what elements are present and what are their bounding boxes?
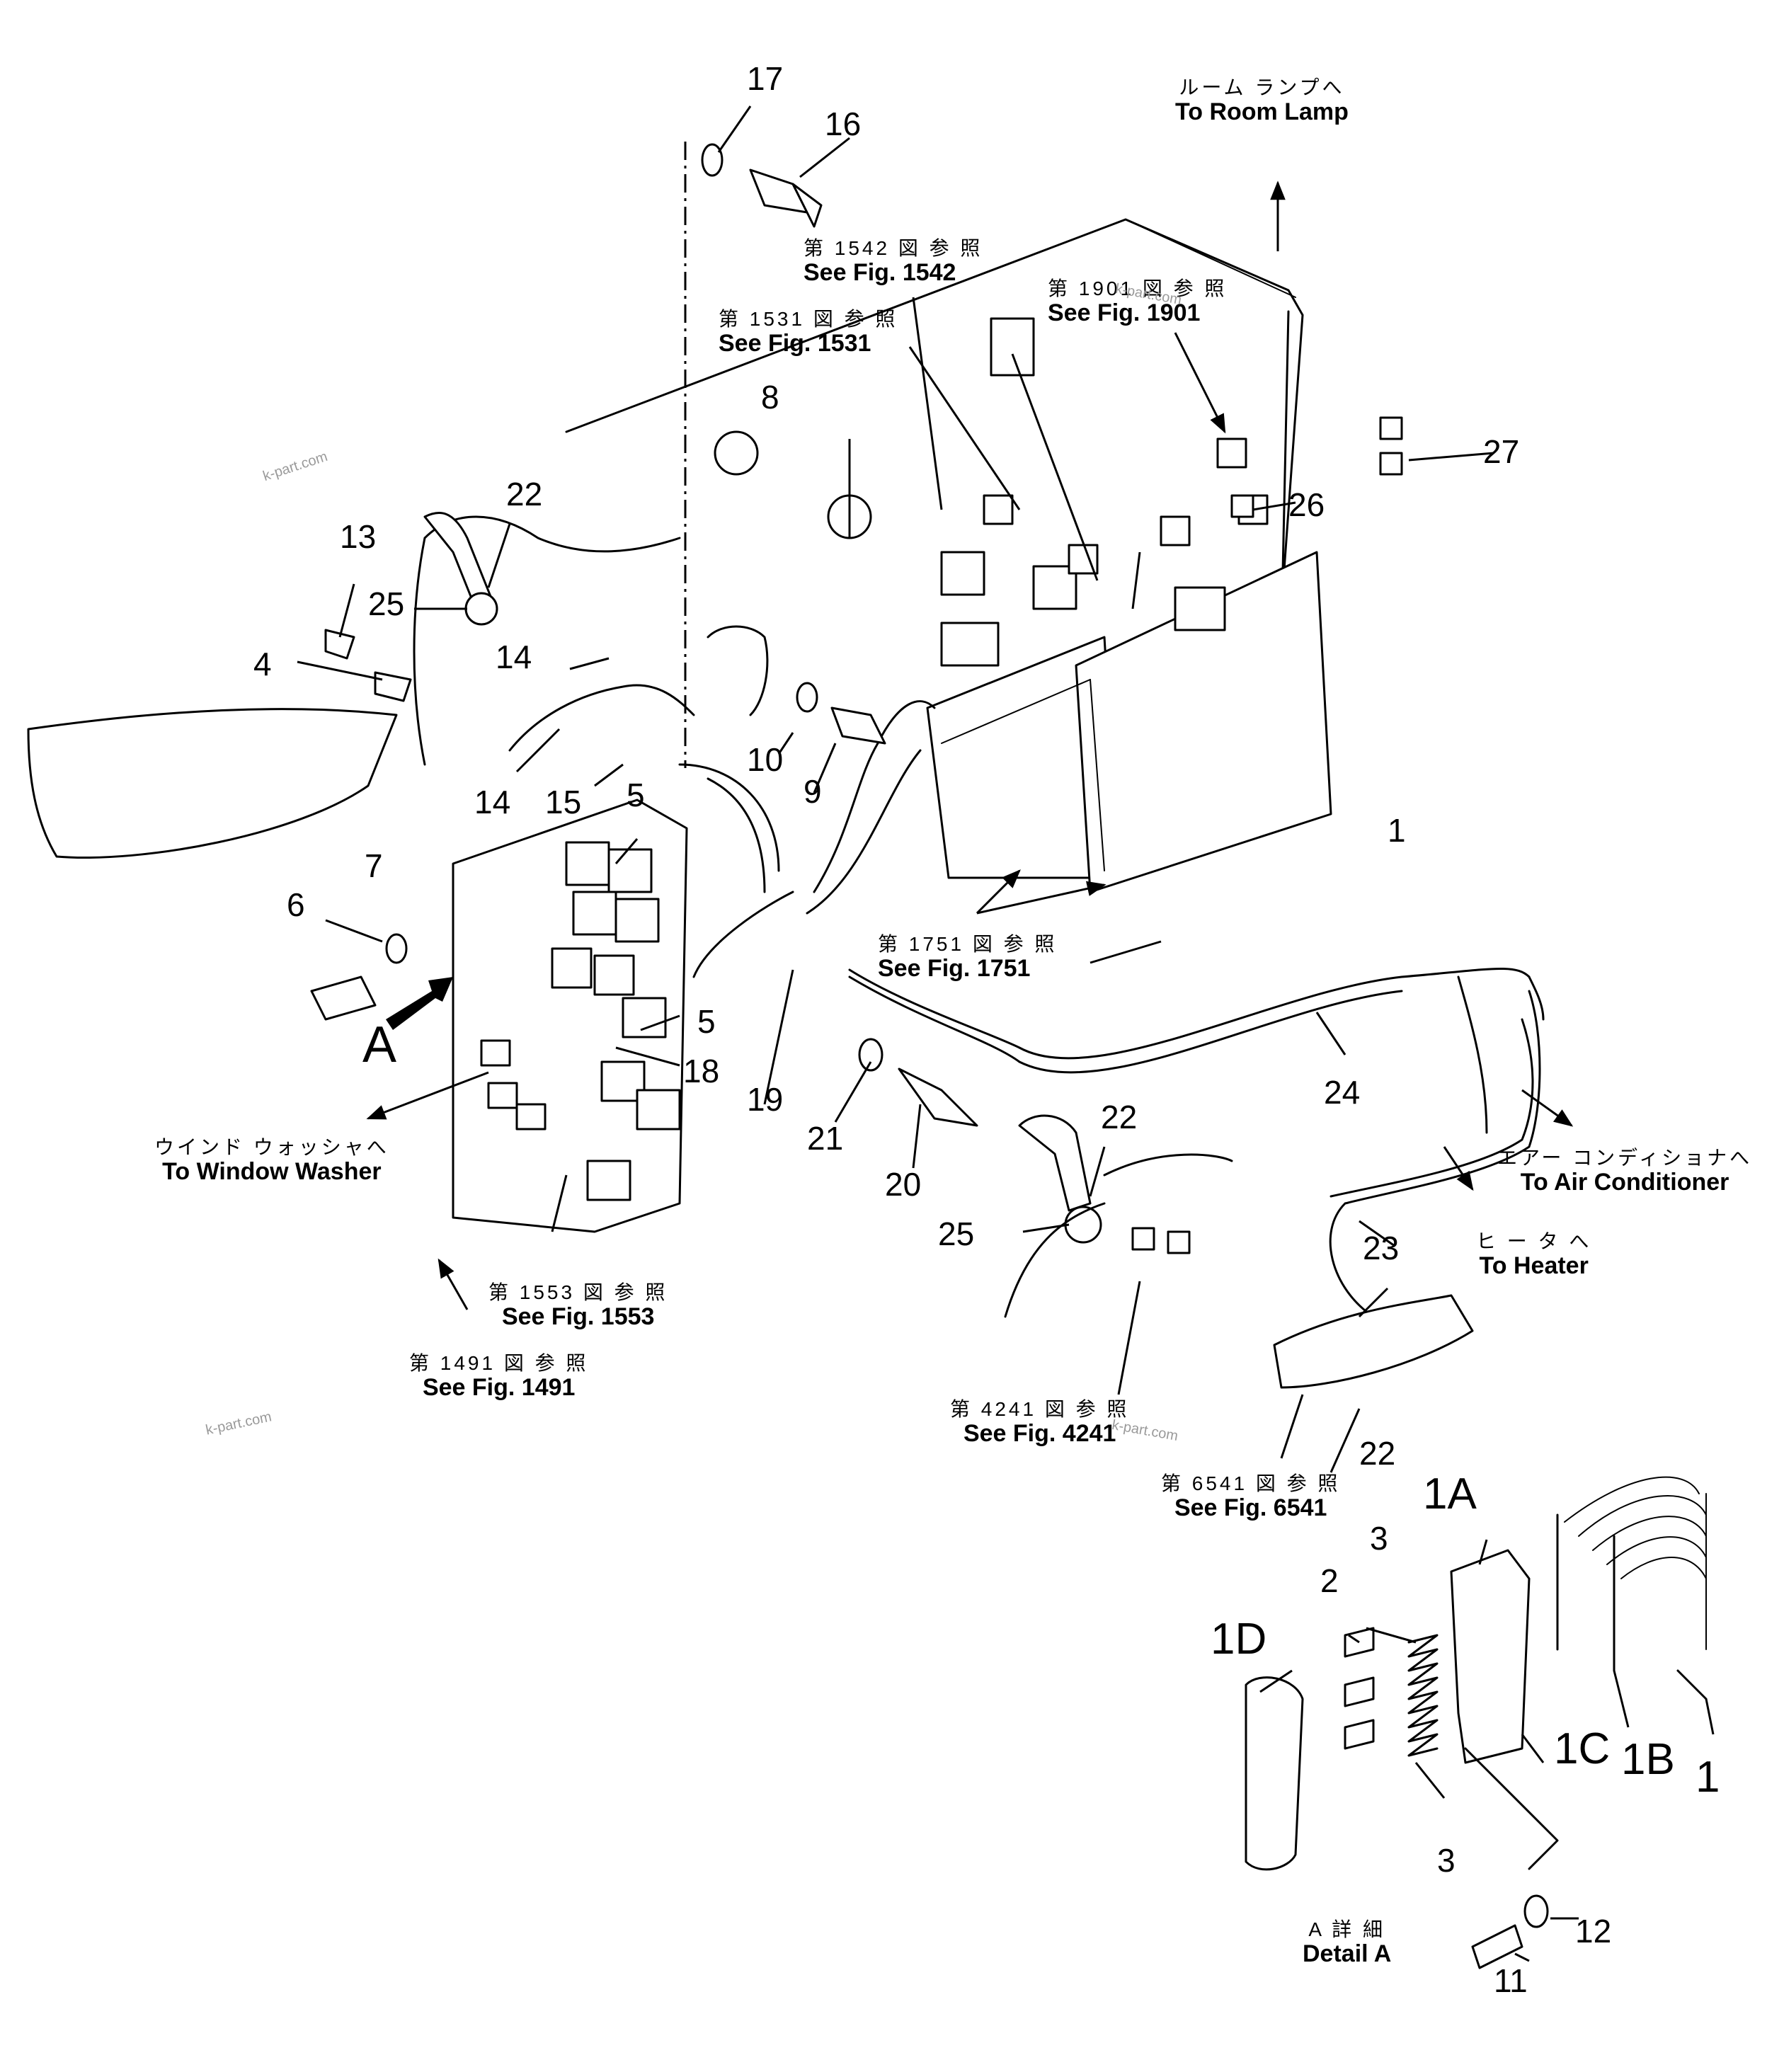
callout-16: 16	[825, 105, 862, 142]
callout-1a: 1A	[1423, 1470, 1477, 1518]
left-lever	[324, 512, 498, 702]
leader-lines	[297, 105, 1715, 1962]
callout-1-detail: 1	[1695, 1753, 1720, 1802]
callout-14-lower: 14	[474, 784, 511, 820]
callout-25-left: 25	[368, 585, 405, 622]
controller-panels	[926, 551, 1332, 893]
ref-air-conditioner: エアー コンディショナへ To Air Conditioner	[1497, 1147, 1753, 1196]
ref-room-lamp: ルーム ランプへ To Room Lamp	[1175, 76, 1349, 126]
ref-heater: ヒ ー タ へ To Heater	[1476, 1230, 1592, 1280]
callout-18: 18	[683, 1053, 720, 1089]
ref-fig-1901: 第 1901 図 参 照 See Fig. 1901	[1048, 277, 1228, 327]
callout-15: 15	[545, 784, 582, 820]
callout-3-bottom: 3	[1437, 1842, 1456, 1879]
callout-24: 24	[1324, 1074, 1361, 1111]
callout-21: 21	[807, 1120, 844, 1157]
ref-detail-a: A 詳 細 Detail A	[1303, 1918, 1392, 1968]
upper-connectors	[714, 317, 1403, 667]
ref-fig-1751: 第 1751 図 参 照 See Fig. 1751	[878, 933, 1058, 983]
callout-10: 10	[747, 741, 784, 778]
callout-6: 6	[287, 886, 305, 923]
callout-13: 13	[340, 518, 377, 555]
callout-26: 26	[1288, 486, 1325, 523]
callout-25-right: 25	[938, 1215, 975, 1252]
fuse-relay-box	[452, 799, 688, 1233]
callout-7: 7	[365, 847, 383, 884]
callout-11: 11	[1494, 1962, 1528, 1999]
callout-1d: 1D	[1211, 1615, 1267, 1664]
callout-1c: 1C	[1554, 1724, 1611, 1773]
callout-1-main: 1	[1388, 812, 1406, 849]
ref-fig-1542: 第 1542 図 参 照 See Fig. 1542	[804, 237, 983, 287]
detail-a-drawing	[1245, 1476, 1708, 1871]
callout-8: 8	[761, 379, 779, 416]
callout-9: 9	[804, 773, 822, 810]
ref-fig-1553: 第 1553 図 参 照 See Fig. 1553	[488, 1281, 668, 1331]
callout-12: 12	[1575, 1913, 1612, 1950]
main-harness	[508, 625, 1545, 1318]
view-a-arrow	[386, 977, 453, 1030]
callout-view-a: A	[362, 1017, 397, 1073]
callout-22-top: 22	[506, 476, 543, 513]
callout-3-top: 3	[1370, 1520, 1388, 1557]
callout-5-bottom: 5	[697, 1003, 716, 1040]
callout-1b: 1B	[1621, 1735, 1675, 1784]
callout-22-bottom: 22	[1359, 1435, 1396, 1472]
callout-14-upper: 14	[496, 639, 532, 675]
callout-20: 20	[885, 1166, 922, 1203]
callout-19: 19	[747, 1081, 784, 1118]
callout-5-top: 5	[627, 777, 645, 813]
right-lever	[1004, 1114, 1474, 1389]
ref-fig-1491: 第 1491 図 参 照 See Fig. 1491	[409, 1352, 589, 1402]
callout-2: 2	[1320, 1562, 1339, 1599]
callout-17: 17	[747, 60, 784, 97]
fasteners	[310, 143, 1549, 1969]
callout-22-right: 22	[1101, 1099, 1138, 1135]
left-side-body	[27, 515, 681, 859]
ref-window-washer: ウインド ウォッシャへ To Window Washer	[154, 1136, 389, 1186]
ref-fig-6541: 第 6541 図 参 照 See Fig. 6541	[1161, 1472, 1341, 1522]
callout-4: 4	[253, 646, 272, 682]
ref-fig-1531: 第 1531 図 参 照 See Fig. 1531	[719, 308, 898, 357]
callout-23: 23	[1363, 1230, 1400, 1266]
callout-27: 27	[1483, 433, 1520, 470]
ref-fig-4241: 第 4241 図 参 照 See Fig. 4241	[950, 1398, 1130, 1448]
